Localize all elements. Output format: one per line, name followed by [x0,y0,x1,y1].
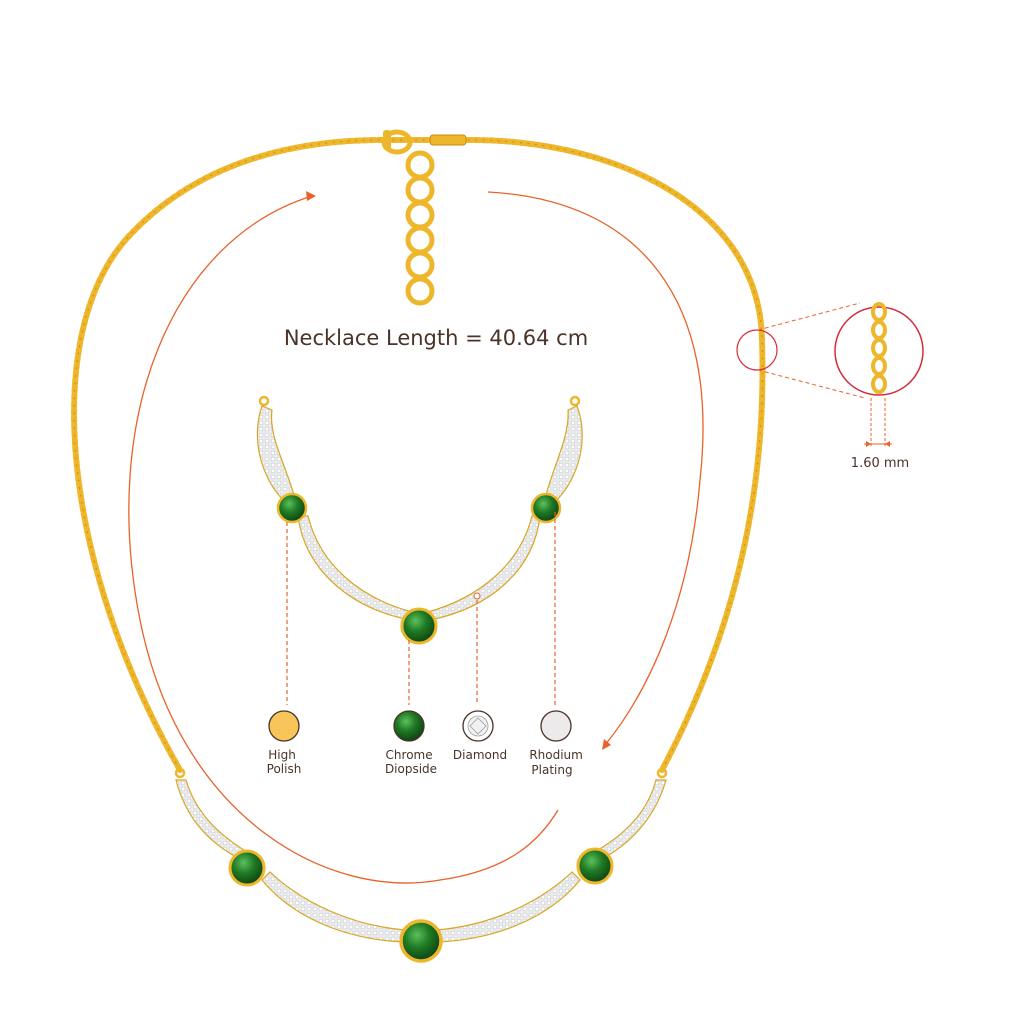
material-label-diamond: Diamond [453,748,507,762]
gem-left [228,849,266,887]
main-pendant [174,767,668,963]
arrow-head-right [602,739,611,750]
diamond-icon [462,710,494,742]
detail-gem-center [400,607,438,645]
necklace-chain [71,137,766,773]
diamond-marker [473,592,481,600]
green-gem-icon [393,710,425,742]
gold-swatch-icon [268,710,300,742]
lobster-clasp [381,129,467,155]
gem-right [576,847,614,885]
rhodium-swatch-icon [540,710,572,742]
gem-center [399,919,443,963]
necklace-length-title: Necklace Length = 40.64 cm [284,326,588,350]
arrow-head-left [306,191,316,201]
material-leader-lines [286,512,556,705]
material-label-rhodium-plating: Rhodium Plating [529,748,586,777]
length-arrows [128,191,704,884]
detail-pendant [256,395,583,645]
material-label-chrome-diopside: Chrome Diopside [385,748,437,776]
chain-width-label: 1.60 mm [851,456,909,471]
material-label-high-polish: High Polish [267,748,302,776]
chain-detail-callout [736,302,924,447]
material-legend: High Polish Chrome Diopside Diamond Rhod… [267,710,586,777]
necklace-chain-shade [73,139,764,771]
detail-gem-right [530,492,562,524]
extender-chain [405,150,435,306]
detail-gem-left [276,492,308,524]
